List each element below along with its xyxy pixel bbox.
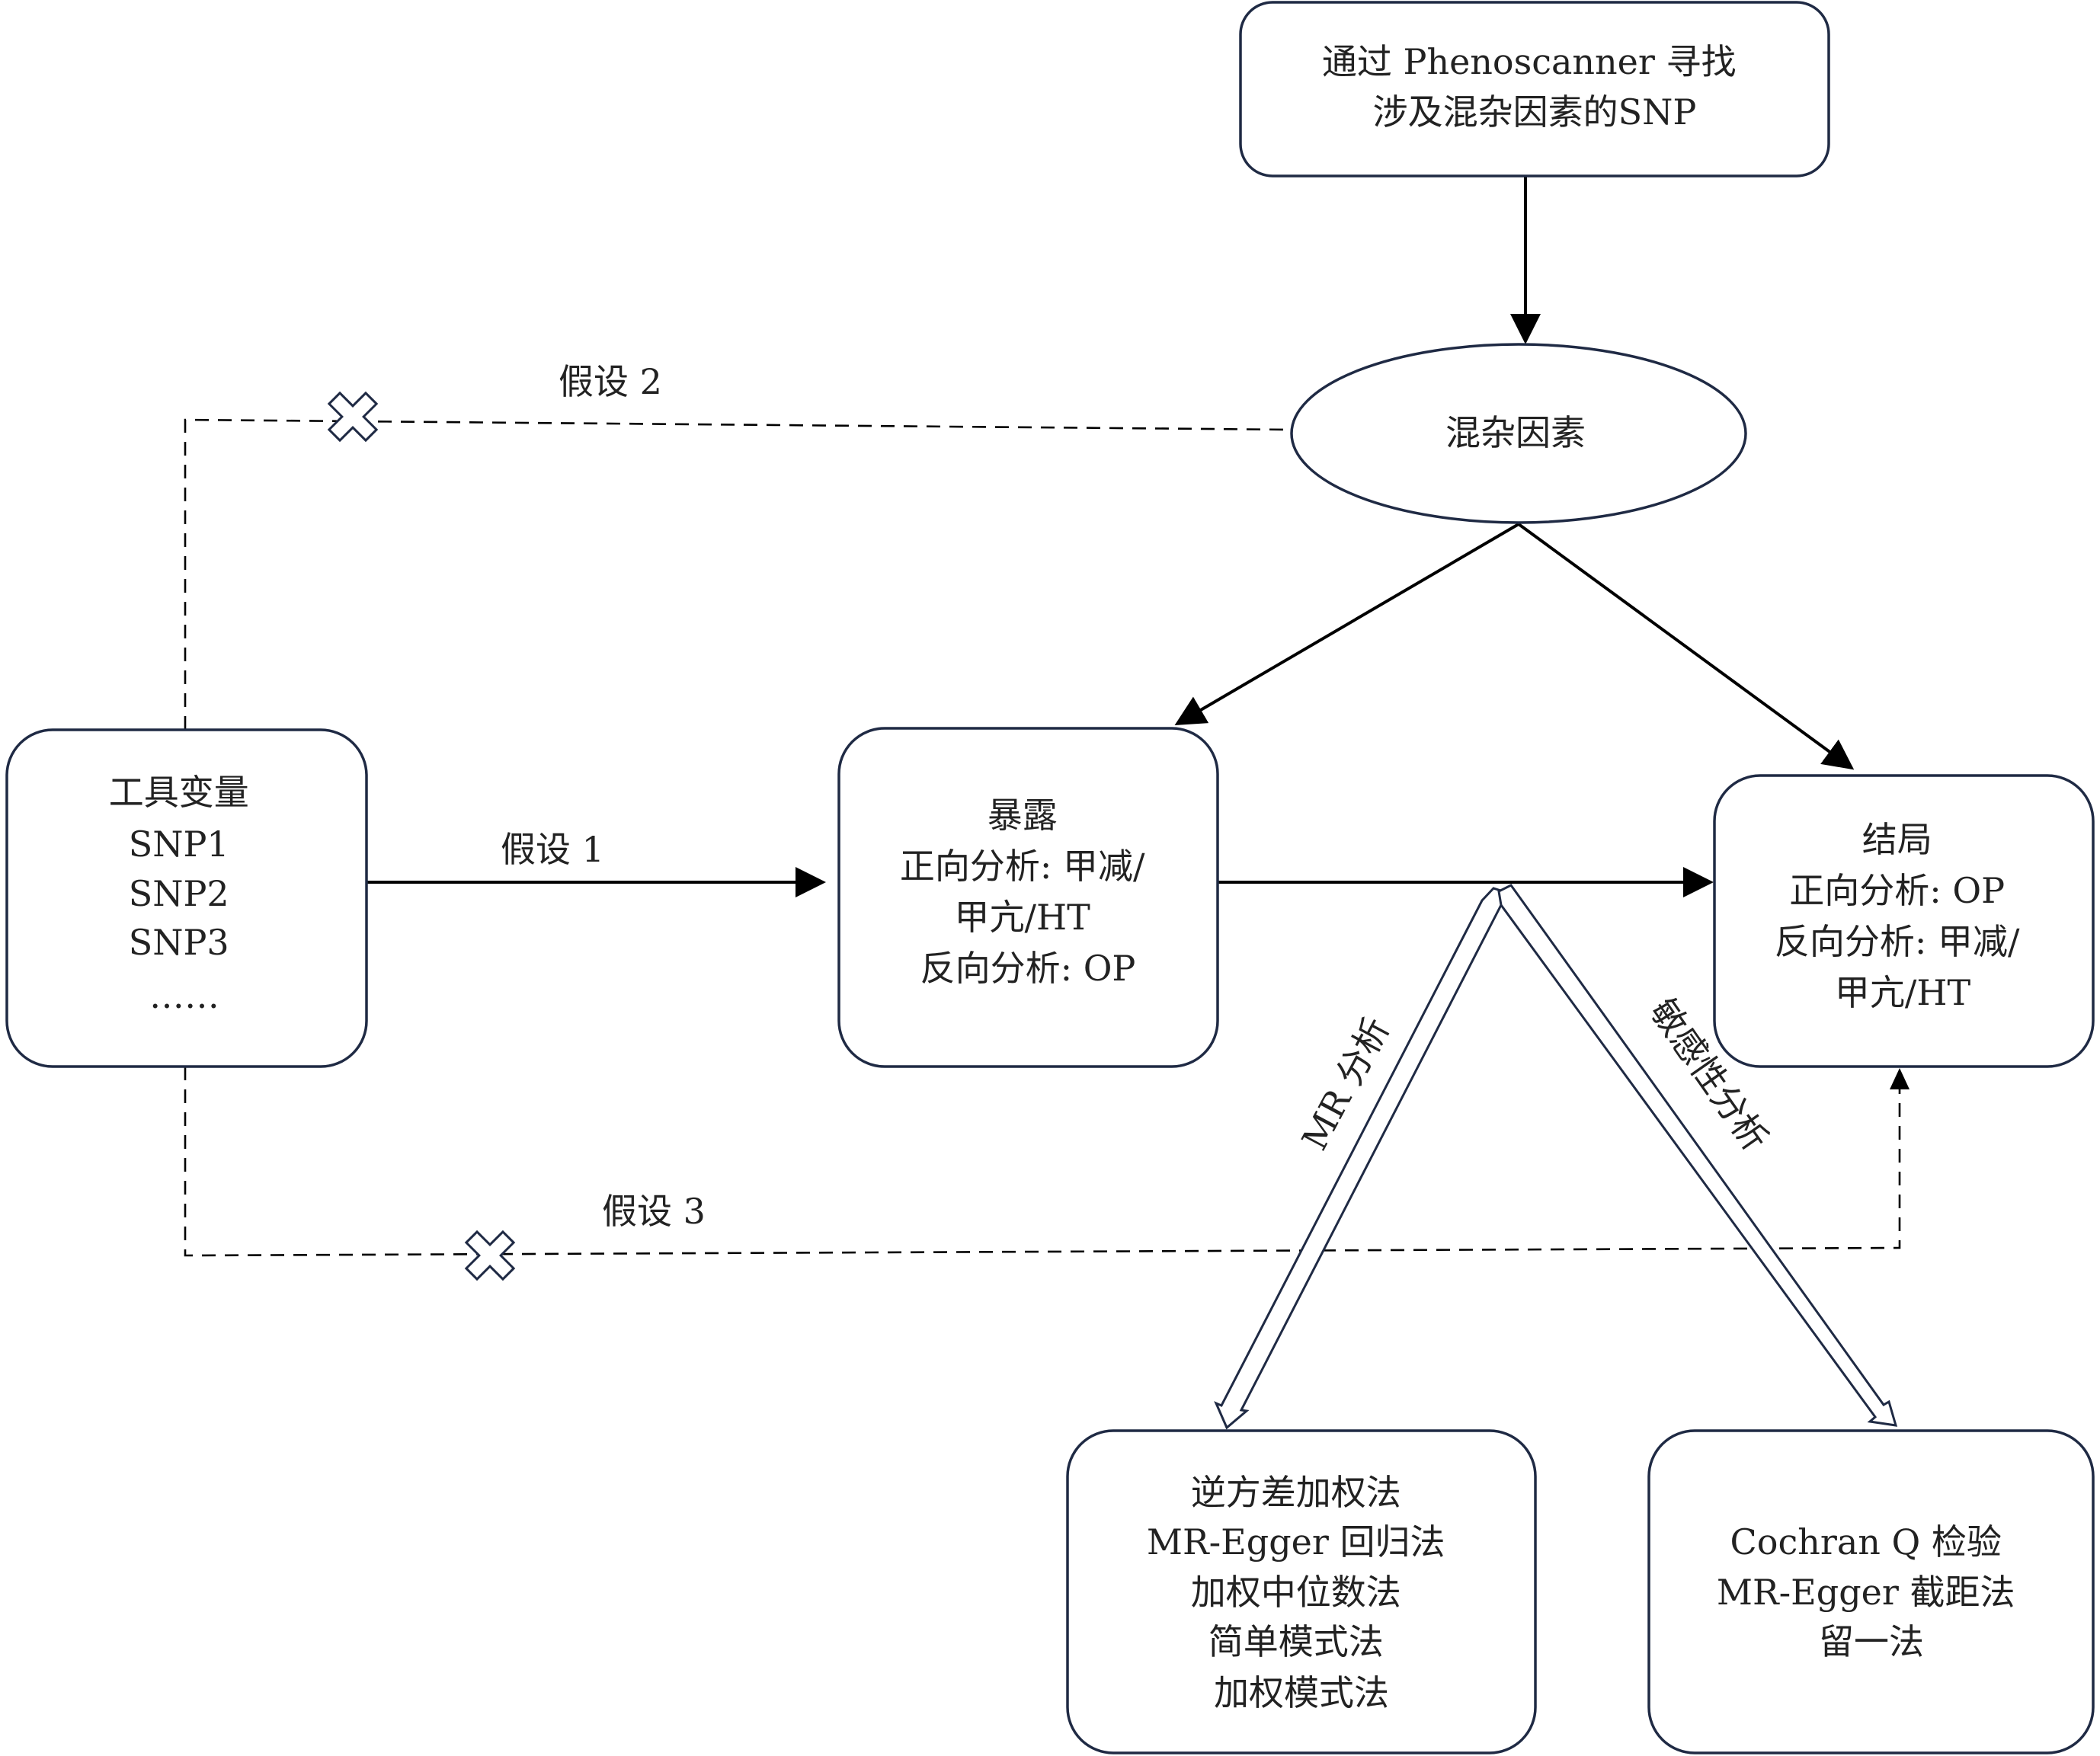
confounder-line-1: 混杂因素 (1445, 412, 1586, 453)
outcome-line-1: 结局 (1862, 819, 1932, 860)
node-sensitivity-methods (1647, 1429, 2095, 1754)
exposure-line-4: 反向分析: OP (920, 948, 1136, 989)
hollow-arrow-mr-analysis (1214, 887, 1518, 1430)
x-cross-icon (464, 1230, 516, 1281)
sensitivity-methods-text: Cochran Q 检验 MR-Egger 截距法 留一法 (1717, 1521, 2026, 1662)
mr-methods-text: 逆方差加权法 MR-Egger 回归法 加权中位数法 简单模式法 加权模式法 (1147, 1472, 1456, 1713)
node-phenoscanner (1239, 1, 1830, 178)
exposure-text: 暴露 正向分析: 甲减/ 甲亢/HT 反向分析: OP (900, 795, 1156, 989)
mr-methods-line-3: 加权中位数法 (1191, 1572, 1401, 1613)
outcome-line-4: 甲亢/HT (1835, 972, 1971, 1013)
hollow-arrow-sensitivity-analysis (1497, 884, 1898, 1427)
label-assumption-1: 假设 1 (501, 829, 604, 870)
mr-methods-line-2: MR-Egger 回归法 (1147, 1521, 1445, 1562)
label-assumption-2: 假设 2 (559, 361, 662, 402)
instrument-text: 工具变量 SNP1 SNP2 SNP3 …… (109, 772, 261, 1016)
instrument-line-5: …… (149, 975, 219, 1016)
node-mr-methods (1066, 1429, 1537, 1754)
phenoscanner-line-1: 通过 Phenoscanner 寻找 (1322, 41, 1737, 82)
arrow-confounder-to-outcome (1517, 523, 1855, 770)
mr-methods-line-4: 简单模式法 (1208, 1621, 1384, 1662)
mr-methods-line-5: 加权模式法 (1214, 1672, 1389, 1713)
phenoscanner-line-2: 涉及混杂因素的SNP (1373, 91, 1697, 133)
dashed-path-assumption-2 (184, 418, 1291, 730)
mr-methods-line-1: 逆方差加权法 (1191, 1472, 1401, 1513)
instrument-line-2: SNP1 (129, 824, 229, 865)
arrow-confounder-to-exposure (1174, 523, 1520, 726)
sensitivity-methods-line-1: Cochran Q 检验 (1730, 1521, 2002, 1562)
node-instrument (5, 728, 368, 1068)
dashed-arrowhead-to-outcome (1890, 1068, 1910, 1089)
node-confounder (1290, 343, 1747, 524)
outcome-line-3: 反向分析: 甲减/ (1775, 921, 2020, 962)
confounder-text: 混杂因素 (1445, 412, 1586, 453)
instrument-line-4: SNP3 (129, 922, 229, 963)
instrument-line-1: 工具变量 (109, 772, 249, 813)
outcome-line-2: 正向分析: OP (1789, 870, 2005, 911)
exposure-line-3: 甲亢/HT (955, 897, 1091, 938)
label-assumption-3: 假设 3 (602, 1191, 706, 1232)
node-outcome (1713, 774, 2095, 1068)
exposure-line-2: 正向分析: 甲减/ (900, 846, 1145, 887)
sensitivity-methods-line-2: MR-Egger 截距法 (1717, 1572, 2015, 1613)
node-exposure (837, 727, 1219, 1068)
instrument-line-3: SNP2 (129, 873, 229, 914)
dashed-path-assumption-3 (184, 1067, 1901, 1257)
x-cross-icon (327, 391, 379, 443)
phenoscanner-text: 通过 Phenoscanner 寻找 涉及混杂因素的SNP (1322, 41, 1747, 133)
exposure-line-1: 暴露 (988, 795, 1058, 836)
outcome-text: 结局 正向分析: OP 反向分析: 甲减/ 甲亢/HT (1775, 819, 2031, 1013)
sensitivity-methods-line-3: 留一法 (1819, 1621, 1924, 1662)
